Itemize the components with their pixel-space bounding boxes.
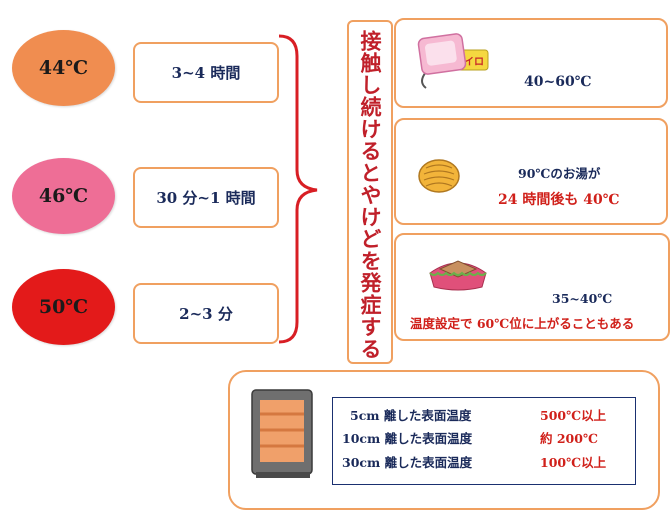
kairo-temp: 40~60℃ [524, 74, 592, 90]
temp-label: 46℃ [38, 185, 89, 207]
yutanpo-line2: 24 時間後も 40℃ [498, 192, 620, 208]
heater-row-1-value: 500℃以上 [540, 408, 607, 423]
example-box-kotatsu: 35~40℃ 温度設定で 60℃位に上がることもある [394, 233, 670, 341]
kotatsu-line1: 35~40℃ [552, 291, 613, 306]
duration-box-50: 2~3 分 [133, 283, 279, 344]
heater-temp-table [332, 397, 636, 485]
example-box-yutanpo: 90℃のお湯が 24 時間後も 40℃ [394, 118, 668, 225]
vertical-caption: 接触し続けるとやけどを発症する [358, 30, 383, 360]
vertical-caption-box: 接触し続けるとやけどを発症する [347, 20, 393, 364]
heater-row-1-distance: 5cm 離した表面温度 [350, 408, 472, 423]
svg-text:イロ: イロ [464, 56, 484, 68]
kairo-icon: イロ [417, 33, 489, 89]
duration-box-46: 30 分~1 時間 [133, 167, 279, 228]
temp-label: 44℃ [38, 57, 89, 79]
example-box-kairo: イロ 40~60℃ [394, 18, 668, 108]
duration-text: 3~4 時間 [171, 64, 241, 82]
temp-circle-46: 46℃ [12, 158, 115, 234]
electric-heater-icon [251, 389, 313, 478]
yutanpo-line1: 90℃のお湯が [518, 166, 601, 181]
kotatsu-line2: 温度設定で 60℃位に上がることもある [410, 316, 635, 331]
temp-circle-50: 50℃ [12, 269, 115, 345]
heater-row-2-distance: 10cm 離した表面温度 [342, 431, 473, 446]
duration-text: 2~3 分 [179, 305, 233, 323]
brace-icon [278, 34, 318, 344]
duration-text: 30 分~1 時間 [156, 189, 256, 207]
temp-circle-44: 44℃ [12, 30, 115, 106]
temp-label: 50℃ [38, 296, 89, 318]
heater-row-3-value: 100℃以上 [540, 455, 607, 470]
hot-water-bottle-icon [418, 159, 460, 193]
heater-row-2-value: 約 200℃ [540, 431, 598, 446]
kotatsu-icon [429, 260, 487, 291]
heater-row-3-distance: 30cm 離した表面温度 [342, 455, 473, 470]
duration-box-44: 3~4 時間 [133, 42, 279, 103]
